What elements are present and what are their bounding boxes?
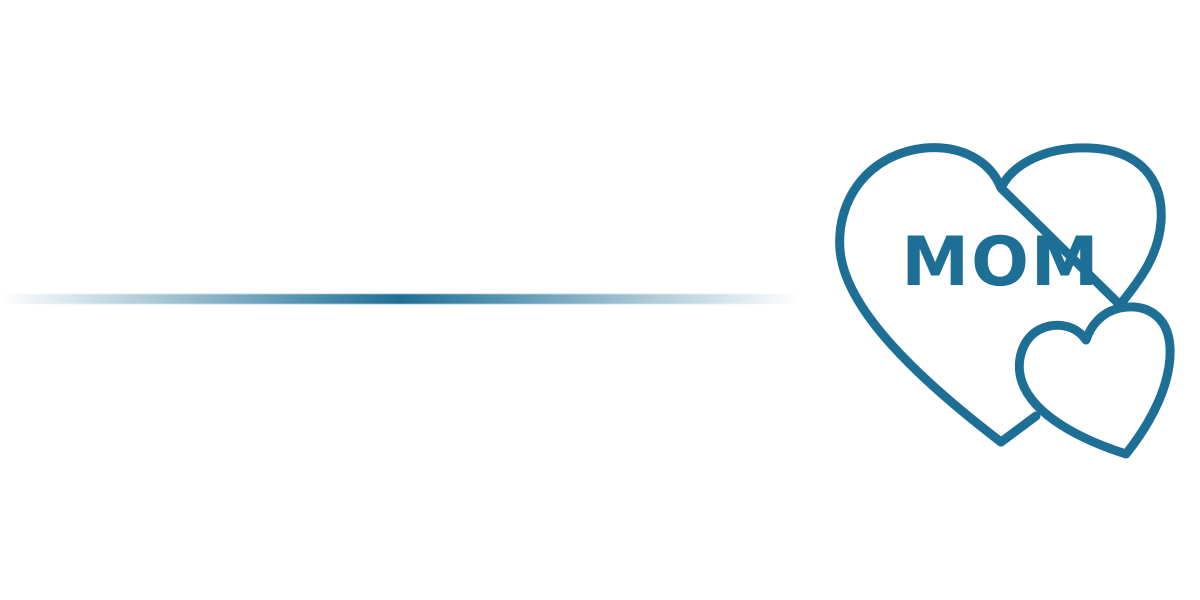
hearts-svg: MOM <box>835 143 1175 459</box>
large-heart-outline <box>835 143 1166 447</box>
small-heart-outline <box>1014 302 1175 459</box>
heart-label-text: MOM <box>901 223 1100 302</box>
gradient-divider-line <box>0 294 800 304</box>
mom-hearts-icon: MOM <box>820 130 1190 475</box>
